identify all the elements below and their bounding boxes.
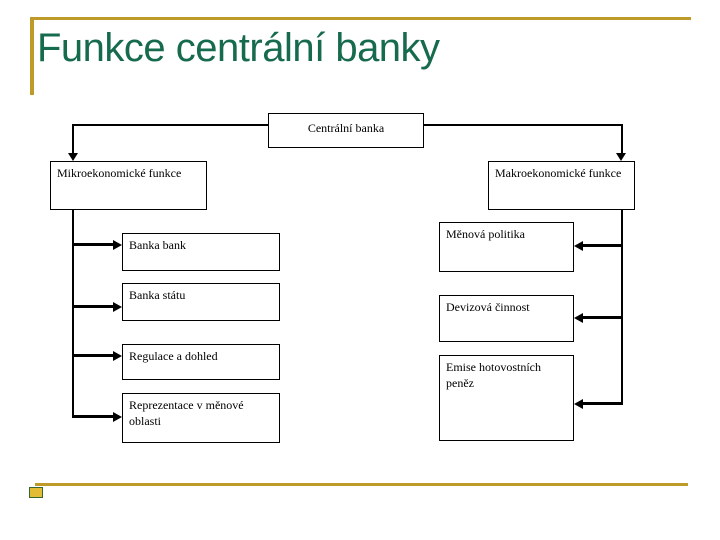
connector-line <box>72 210 74 418</box>
connector-line <box>621 124 623 155</box>
connector-line <box>583 316 623 319</box>
title-accent-bar <box>30 17 34 95</box>
connector-line <box>73 243 113 246</box>
footer-rule <box>35 483 688 486</box>
arrow-right-icon <box>113 240 122 250</box>
connector-line <box>73 305 113 308</box>
node-emise-hotovostnich-penez: Emise hotovostních peněz <box>439 355 574 441</box>
node-banka-bank: Banka bank <box>122 233 280 271</box>
arrow-right-icon <box>113 412 122 422</box>
slide-title: Funkce centrální banky <box>37 26 440 70</box>
connector-line <box>424 124 623 126</box>
node-mikroekonomicke-funkce: Mikroekonomické funkce <box>50 161 207 210</box>
node-centralni-banka: Centrální banka <box>268 113 424 148</box>
arrow-right-icon <box>113 351 122 361</box>
connector-line <box>72 124 268 126</box>
arrow-down-icon <box>616 153 626 161</box>
arrow-down-icon <box>68 153 78 161</box>
node-regulace-a-dohled: Regulace a dohled <box>122 344 280 380</box>
connector-line <box>583 244 623 247</box>
connector-line <box>73 415 113 418</box>
arrow-left-icon <box>574 399 583 409</box>
node-menova-politika: Měnová politika <box>439 222 574 272</box>
node-banka-statu: Banka státu <box>122 283 280 321</box>
arrow-left-icon <box>574 313 583 323</box>
node-reprezentace-v-menove-oblasti: Reprezentace v měnové oblasti <box>122 393 280 443</box>
node-makroekonomicke-funkce: Makroekonomické funkce <box>488 161 635 210</box>
footer-square-marker <box>29 487 43 498</box>
arrow-right-icon <box>113 302 122 312</box>
node-devizova-cinnost: Devizová činnost <box>439 295 574 342</box>
title-top-rule <box>30 17 691 20</box>
connector-line <box>583 402 623 405</box>
connector-line <box>72 124 74 155</box>
connector-line <box>621 210 623 405</box>
arrow-left-icon <box>574 241 583 251</box>
connector-line <box>73 354 113 357</box>
